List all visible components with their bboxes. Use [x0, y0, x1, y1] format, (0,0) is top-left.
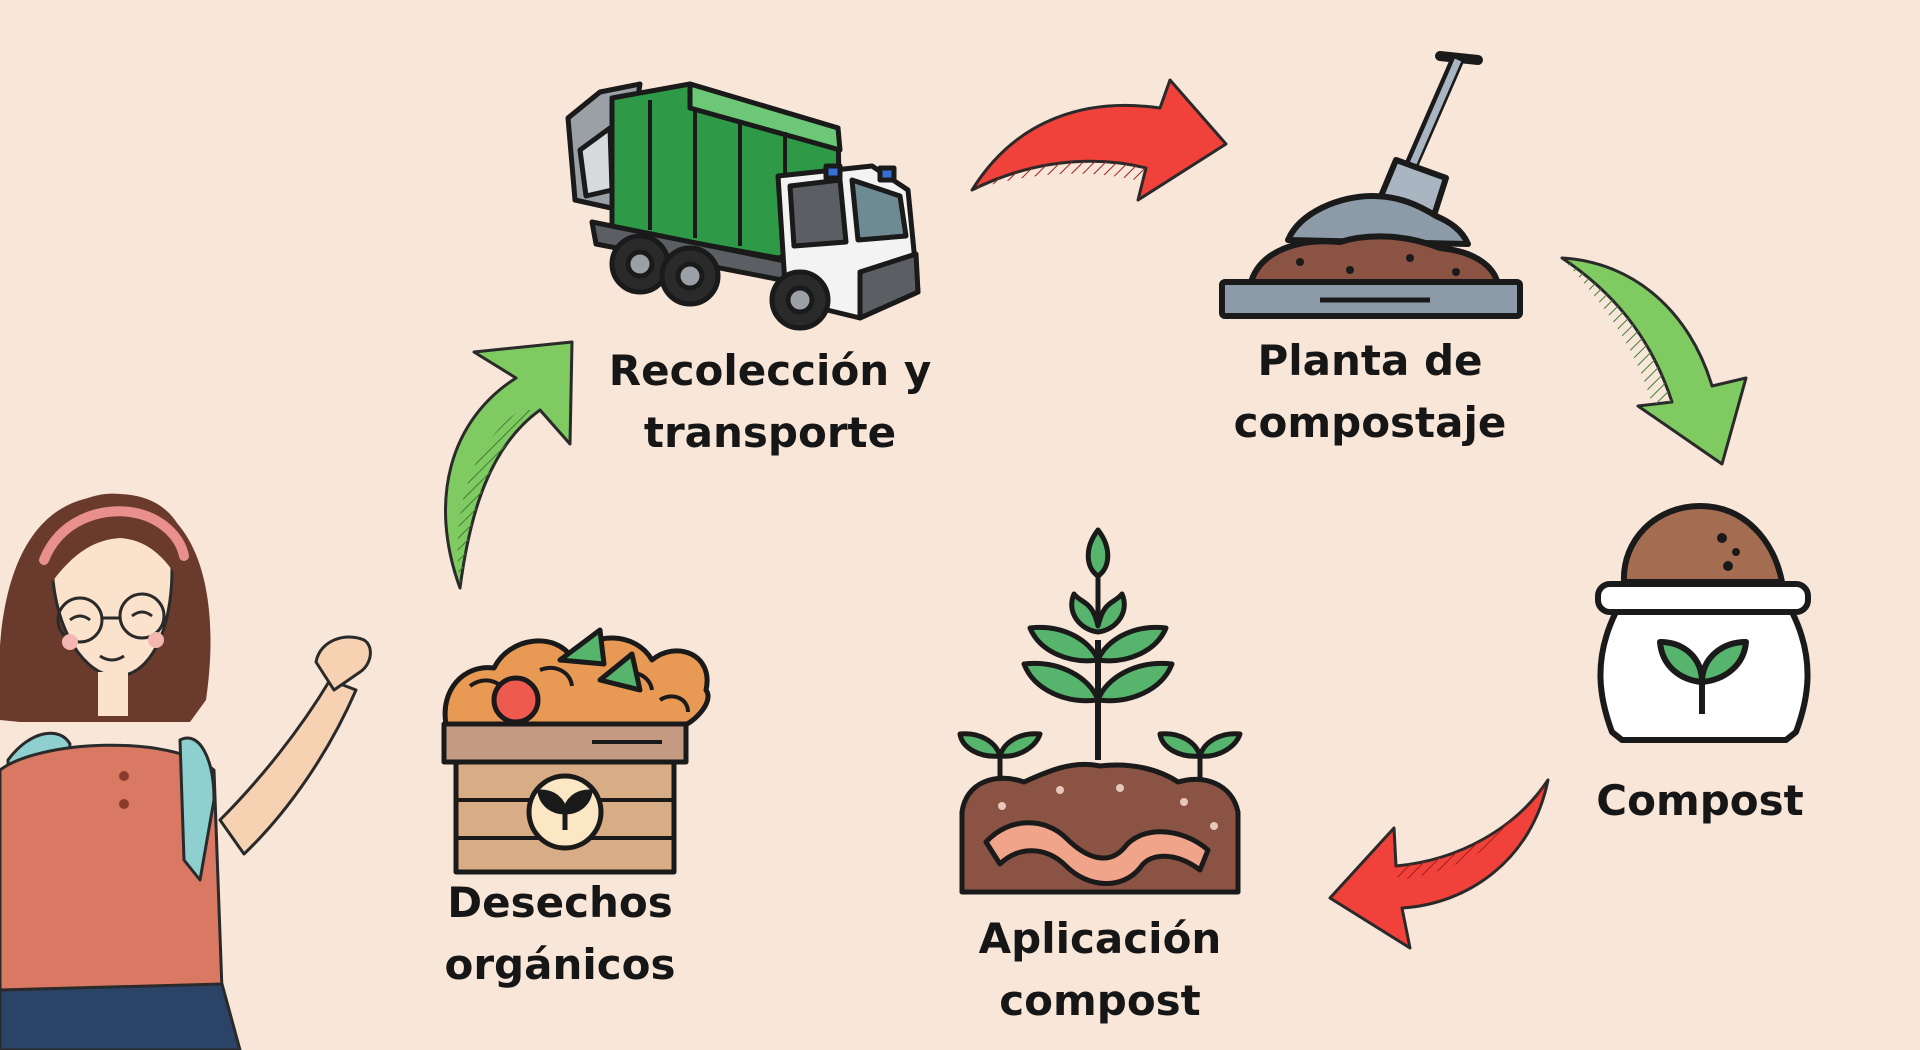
- red-arrow-icon: [970, 78, 1228, 202]
- label-recoleccion-line-2: transporte: [643, 408, 897, 457]
- label-recoleccion-y-transporte: Recolección y transporte: [560, 340, 980, 464]
- label-aplicacion-compost: Aplicación compost: [900, 908, 1300, 1032]
- label-planta-line-1: Planta de: [1257, 336, 1483, 385]
- soil-worm-plant-icon: [957, 527, 1243, 895]
- compost-sack-icon: [1595, 503, 1811, 743]
- girl-illustration: [0, 493, 372, 1050]
- red-arrow-icon: [1328, 778, 1550, 950]
- garbage-truck-icon: [565, 81, 921, 331]
- label-desechos-line-2: orgánicos: [444, 940, 676, 989]
- label-planta-de-compostaje: Planta de compostaje: [1150, 330, 1590, 454]
- label-compost: Compost: [1560, 770, 1840, 832]
- organic-waste-crate-icon: [441, 627, 711, 875]
- green-arrow-icon: [1560, 256, 1748, 466]
- label-aplicacion-line-1: Aplicación: [978, 914, 1222, 963]
- label-recoleccion-line-1: Recolección y: [608, 346, 932, 395]
- green-arrow-icon: [444, 340, 574, 590]
- label-desechos-line-1: Desechos: [447, 878, 673, 927]
- compost-shovel-icon: [1219, 51, 1523, 319]
- label-planta-line-2: compostaje: [1233, 398, 1507, 447]
- label-compost-line-1: Compost: [1596, 776, 1804, 825]
- label-desechos-organicos: Desechos orgánicos: [380, 872, 740, 996]
- label-aplicacion-line-2: compost: [999, 976, 1201, 1025]
